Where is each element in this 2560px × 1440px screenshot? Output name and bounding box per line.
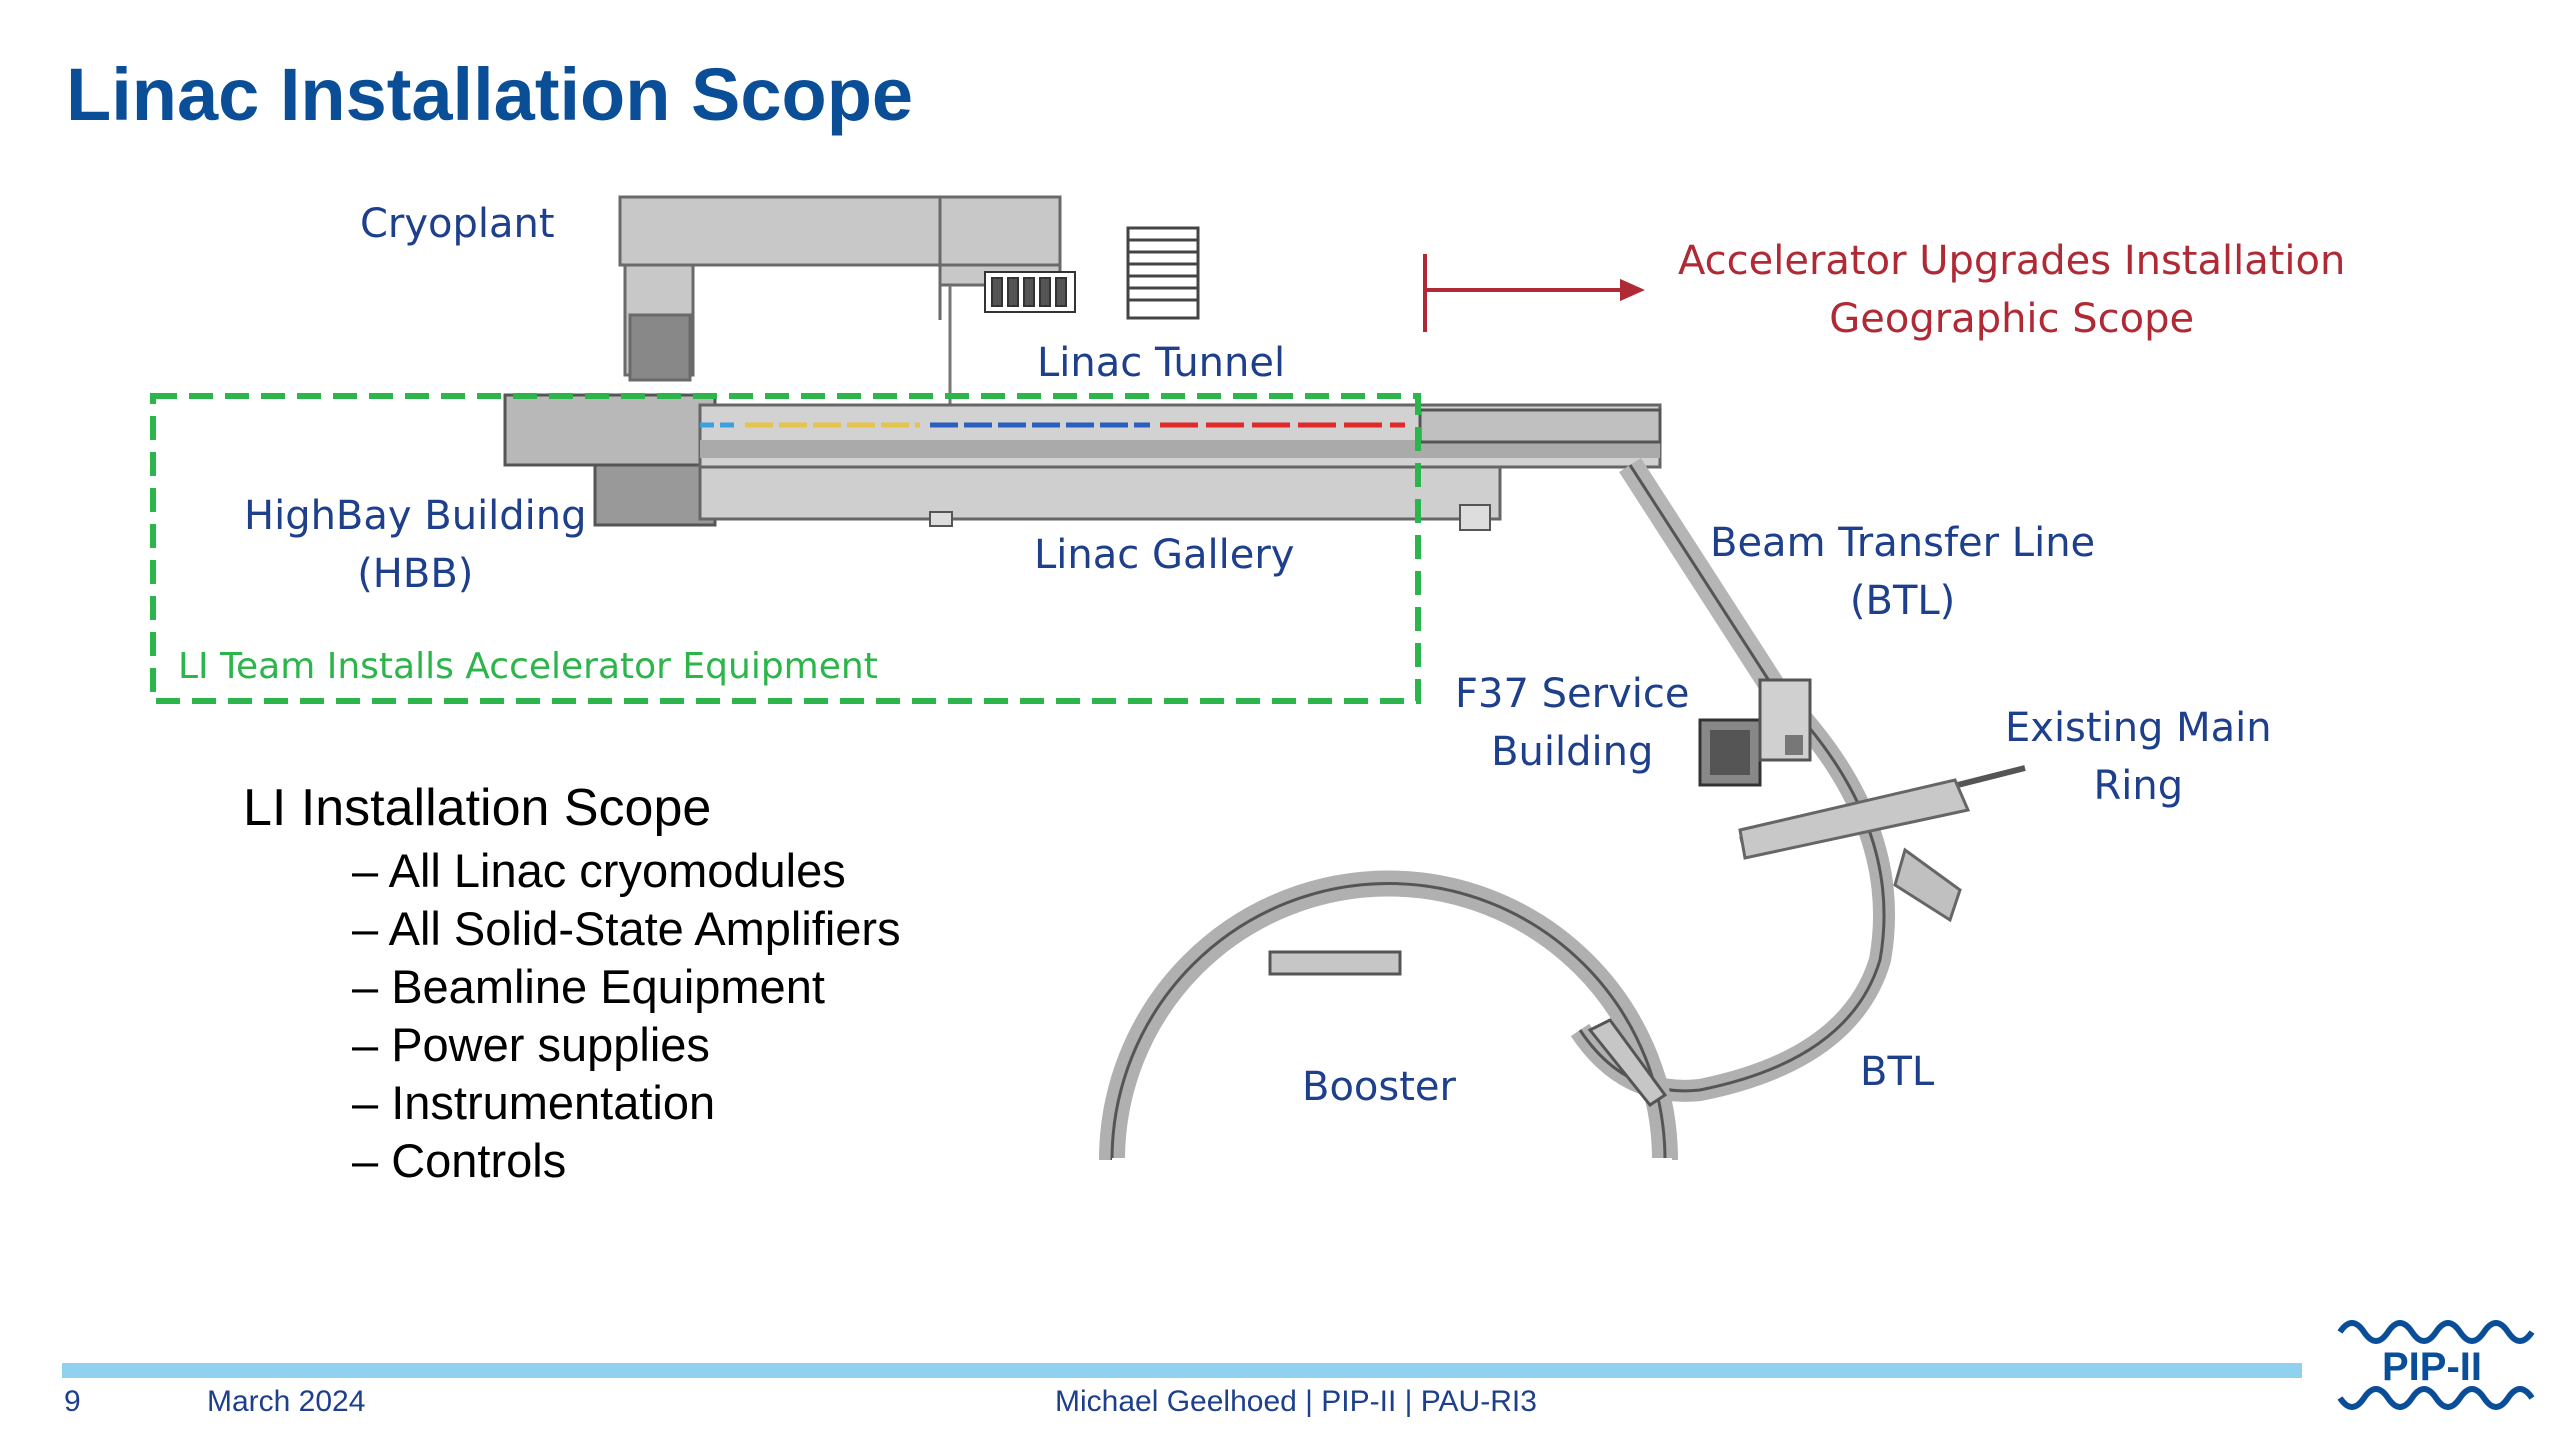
footer-bar (62, 1363, 2302, 1378)
scope-item: – Beamline Equipment (352, 960, 825, 1013)
label-highbay-line1: HighBay Building (244, 493, 587, 539)
label-f37: F37 Service Building (1455, 665, 1689, 781)
f37-service-building-shape (1698, 678, 1812, 787)
footer-date: March 2024 (207, 1385, 366, 1418)
label-beam-transfer-line: Beam Transfer Line (BTL) (1710, 514, 2095, 630)
linac-buildings (503, 393, 1662, 531)
scope-item: – All Solid-State Amplifiers (352, 902, 901, 955)
label-accelerator-scope-line1: Accelerator Upgrades Installation (1678, 238, 2346, 284)
label-highbay: HighBay Building (HBB) (244, 487, 587, 603)
li-scope-boundary (150, 393, 1421, 704)
scope-heading: LI Installation Scope (243, 779, 712, 837)
label-btl: BTL (1860, 1049, 1935, 1095)
scope-list: – All Linac cryomodules – All Solid-Stat… (352, 842, 901, 1190)
page-title: Linac Installation Scope (66, 53, 914, 136)
label-f37-line2: Building (1491, 729, 1654, 775)
accelerator-scope-arrow (1423, 254, 1645, 332)
page-number: 9 (64, 1385, 81, 1418)
cryoplant-structure (618, 195, 1062, 520)
label-beam-transfer-line-line1: Beam Transfer Line (1710, 520, 2096, 566)
label-main-ring-line1: Existing Main (2005, 705, 2272, 751)
label-accelerator-scope-line2: Geographic Scope (1829, 296, 2195, 342)
booster-ring (1099, 870, 1678, 1188)
label-highbay-line2: (HBB) (357, 551, 474, 597)
label-main-ring-line2: Ring (2093, 763, 2184, 809)
label-linac-gallery: Linac Gallery (1034, 532, 1295, 578)
scope-item: – All Linac cryomodules (352, 844, 846, 897)
logo-text: PIP-II (2382, 1345, 2482, 1389)
equipment-rack (1126, 226, 1200, 320)
scope-item: – Instrumentation (352, 1076, 716, 1129)
scope-item: – Controls (352, 1134, 567, 1187)
scope-item: – Power supplies (352, 1018, 710, 1071)
pip-ii-logo: PIP-II (2337, 1320, 2535, 1410)
label-li-team: LI Team Installs Accelerator Equipment (178, 646, 878, 687)
cryoplant-modules (984, 271, 1076, 313)
footer-center: Michael Geelhoed | PIP-II | PAU-RI3 (1055, 1385, 1537, 1418)
label-cryoplant: Cryoplant (360, 201, 555, 247)
label-accelerator-scope: Accelerator Upgrades Installation Geogra… (1678, 232, 2345, 348)
label-linac-tunnel: Linac Tunnel (1037, 340, 1286, 386)
label-f37-line1: F37 Service (1455, 671, 1690, 717)
label-beam-transfer-line-line2: (BTL) (1849, 578, 1956, 624)
label-booster: Booster (1302, 1064, 1456, 1110)
label-main-ring: Existing Main Ring (2005, 699, 2272, 815)
